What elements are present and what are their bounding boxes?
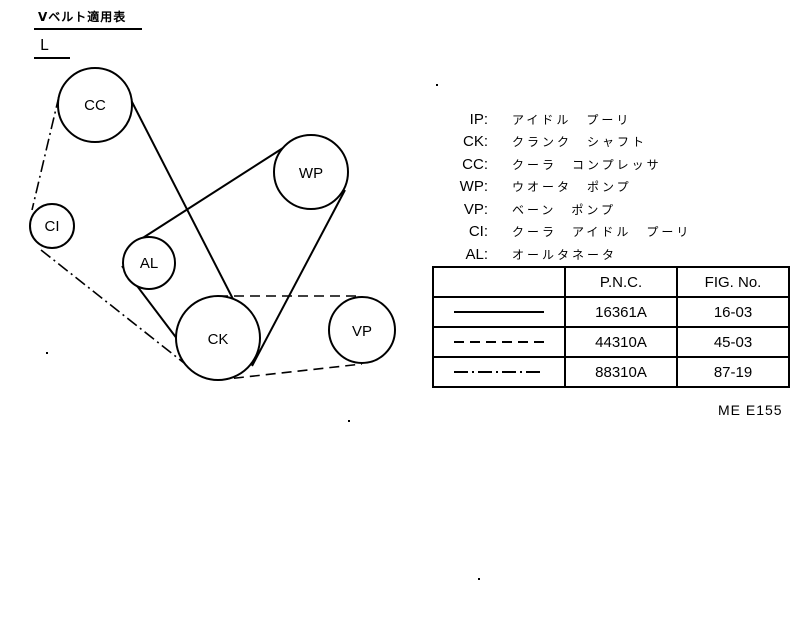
pnc-cell: 44310A — [564, 326, 678, 358]
belt-dashdot-cc-ci — [31, 95, 60, 211]
subtitle-underline — [34, 57, 70, 59]
fig-cell: 16-03 — [676, 296, 790, 328]
legend-desc: クーラ コンプレッサ — [512, 157, 662, 172]
header-line-style — [432, 266, 566, 298]
scan-speck — [46, 352, 48, 354]
legend-item: IP: アイドル プーリ — [440, 108, 691, 131]
svg-text:CK: CK — [208, 331, 229, 348]
legend-abbr: CI: — [468, 223, 488, 241]
legend-desc: オールタネータ — [512, 247, 618, 262]
header-pnc: P.N.C. — [564, 266, 678, 298]
fig-cell: 87-19 — [676, 356, 790, 388]
legend-abbr: CK: — [462, 133, 488, 151]
title-underline — [34, 28, 142, 30]
table-row: 88310A 87-19 — [432, 356, 790, 388]
svg-text:CI: CI — [45, 218, 60, 235]
scan-speck — [478, 578, 480, 580]
pulley-wp: WP — [273, 134, 349, 210]
page-subtitle: L — [40, 36, 49, 54]
belt-solid-al-wp — [137, 147, 284, 242]
legend-item: CC: クーラ コンプレッサ — [440, 153, 691, 176]
pulley-vp: VP — [328, 296, 396, 364]
table-header-row: P.N.C. FIG. No. — [432, 266, 790, 298]
pulley-al: AL — [122, 236, 176, 290]
pulley-ck: CK — [175, 295, 261, 381]
header-fig-no: FIG. No. — [676, 266, 790, 298]
svg-text:WP: WP — [299, 165, 323, 182]
part-number-table: P.N.C. FIG. No. 16361A 16-03 44310A 45-0… — [432, 266, 790, 388]
dash-dot-line-sample — [454, 370, 544, 373]
belt-dashed-bottom — [217, 363, 363, 381]
belt-dashdot-ci-ck — [40, 249, 199, 375]
fig-cell: 45-03 — [676, 326, 790, 358]
legend-item: CI: クーラ アイドル プーリ — [440, 221, 691, 244]
legend-desc: クーラ アイドル プーリ — [512, 225, 692, 240]
legend-abbr: CC: — [462, 155, 488, 173]
legend-item: VP: ベーン ポンプ — [440, 198, 691, 221]
line-style-dashed — [432, 326, 566, 358]
pnc-cell: 16361A — [564, 296, 678, 328]
legend-desc: クランク シャフト — [512, 135, 648, 150]
solid-line-sample — [454, 310, 544, 313]
pnc-cell: 88310A — [564, 356, 678, 388]
scan-speck — [348, 420, 350, 422]
legend-abbr: IP: — [469, 110, 488, 128]
pulley-ci: CI — [29, 203, 75, 249]
legend-abbr: AL: — [465, 245, 488, 263]
legend: IP: アイドル プーリ CK: クランク シャフト CC: クーラ コンプレッ… — [440, 108, 691, 266]
legend-item: WP: ウオータ ポンプ — [440, 176, 691, 199]
legend-item: CK: クランク シャフト — [440, 131, 691, 154]
legend-abbr: VP: — [463, 200, 488, 218]
line-style-solid — [432, 296, 566, 328]
page-title: Vベルト適用表 — [38, 10, 127, 24]
table-row: 44310A 45-03 — [432, 326, 790, 358]
legend-abbr: WP: — [459, 178, 488, 196]
svg-text:VP: VP — [352, 323, 372, 340]
table-row: 16361A 16-03 — [432, 296, 790, 328]
scan-speck — [436, 84, 438, 86]
drawing-code: ME E155 — [718, 402, 783, 418]
pulley-cc: CC — [57, 67, 133, 143]
legend-desc: ベーン ポンプ — [512, 202, 617, 217]
legend-item: AL: オールタネータ — [440, 243, 691, 266]
dashed-line-sample — [454, 340, 544, 343]
line-style-dash-dot — [432, 356, 566, 388]
svg-text:CC: CC — [84, 97, 106, 114]
svg-text:AL: AL — [140, 255, 158, 272]
legend-desc: アイドル プーリ — [512, 112, 632, 127]
legend-desc: ウオータ ポンプ — [512, 180, 632, 195]
belt-solid-wp-ck — [251, 189, 346, 367]
